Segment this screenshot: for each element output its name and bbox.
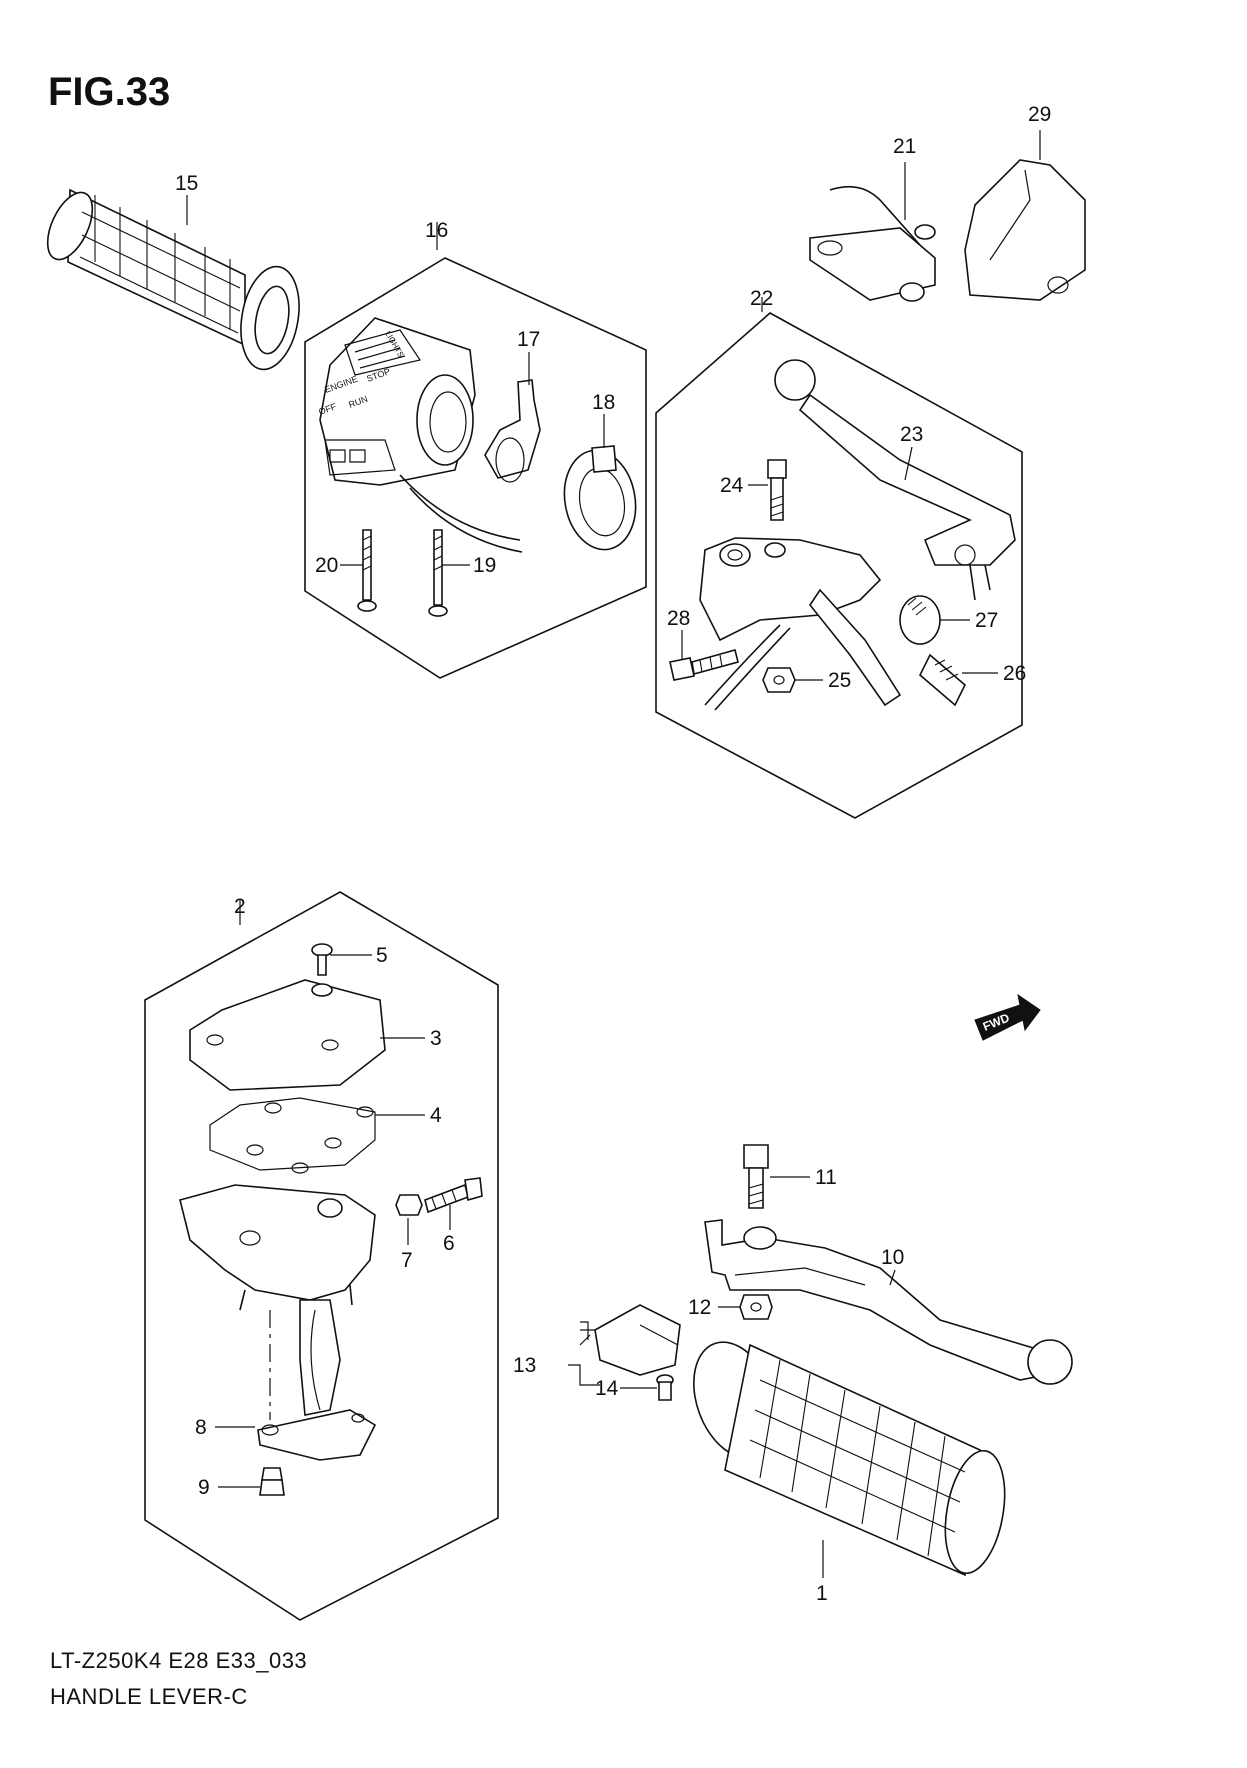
svg-text:29: 29 <box>1028 103 1051 126</box>
callout-19: 19 <box>473 554 496 577</box>
lever-10 <box>704 1219 1073 1385</box>
callout-18: 18 <box>592 391 615 414</box>
figure-caption: HANDLE LEVER-C <box>50 1684 248 1709</box>
nut-12 <box>739 1294 773 1320</box>
bolt-28 <box>669 649 739 681</box>
cover-3 <box>189 979 386 1091</box>
svg-text:26: 26 <box>1003 662 1026 685</box>
screw-5 <box>311 943 333 976</box>
screw-20 <box>357 529 377 612</box>
group-outline-22 <box>655 312 1023 819</box>
svg-text:15: 15 <box>175 172 198 195</box>
callout-17: 17 <box>517 328 540 351</box>
nut-25 <box>762 667 796 693</box>
group-outline-16 <box>304 257 647 679</box>
callout-27: 27 <box>975 609 998 632</box>
svg-text:9: 9 <box>198 1476 210 1499</box>
callout-29: 29 <box>1028 103 1051 126</box>
callout-26: 26 <box>1003 662 1026 685</box>
callout-20: 20 <box>315 554 338 577</box>
svg-text:20: 20 <box>315 554 338 577</box>
callout-22: 22 <box>750 287 773 310</box>
callout-9: 9 <box>198 1476 210 1499</box>
svg-text:11: 11 <box>815 1166 837 1189</box>
svg-text:18: 18 <box>592 391 615 414</box>
callout-11: 11 <box>815 1166 837 1189</box>
svg-text:4: 4 <box>430 1104 442 1127</box>
lever-23 <box>774 359 1016 601</box>
switch-13 <box>580 1304 681 1376</box>
svg-text:1: 1 <box>816 1582 828 1605</box>
bracket-21 <box>809 185 936 302</box>
svg-text:28: 28 <box>667 607 690 630</box>
throttle-lever-17 <box>484 379 541 483</box>
callout-4: 4 <box>430 1104 442 1127</box>
nut-7 <box>395 1194 423 1216</box>
master-cylinder-22 <box>699 537 902 711</box>
bolt-11 <box>743 1144 769 1209</box>
svg-text:14: 14 <box>595 1377 619 1400</box>
gasket-4 <box>209 1097 376 1174</box>
svg-text:7: 7 <box>401 1249 413 1272</box>
svg-text:13: 13 <box>513 1354 536 1377</box>
svg-text:27: 27 <box>975 609 998 632</box>
callout-15: 15 <box>175 172 198 195</box>
callout-12: 12 <box>688 1296 711 1319</box>
callout-3: 3 <box>430 1027 442 1050</box>
screw-14 <box>656 1374 674 1401</box>
model-code: LT-Z250K4 E28 E33_033 <box>50 1648 308 1673</box>
plate-8 <box>257 1409 377 1461</box>
svg-text:22: 22 <box>750 287 773 310</box>
callout-14: 14 <box>595 1377 619 1400</box>
bolt-9 <box>259 1467 285 1496</box>
grip-15 <box>46 188 300 371</box>
callout-7: 7 <box>401 1249 413 1272</box>
svg-text:25: 25 <box>828 669 851 692</box>
callout-1: 1 <box>816 1582 828 1605</box>
svg-text:19: 19 <box>473 554 496 577</box>
switch-housing-16: ENGINE STOP OFF RUN LIGHTS <box>317 317 523 553</box>
adjuster-26 <box>919 653 966 707</box>
callout-24: 24 <box>720 474 744 497</box>
svg-text:16: 16 <box>425 219 448 242</box>
svg-text:24: 24 <box>720 474 744 497</box>
callout-25: 25 <box>828 669 851 692</box>
grip-1 <box>693 1341 1006 1577</box>
leader-lines <box>186 130 1041 1578</box>
callout-8: 8 <box>195 1416 207 1439</box>
switch-27 <box>899 595 941 645</box>
callout-21: 21 <box>893 135 916 158</box>
screw-19 <box>428 529 448 617</box>
svg-text:23: 23 <box>900 423 923 446</box>
callout-13: 13 <box>513 1354 536 1377</box>
svg-text:6: 6 <box>443 1232 455 1255</box>
callout-16: 16 <box>425 219 448 242</box>
svg-text:12: 12 <box>688 1296 711 1319</box>
bolt-24 <box>767 459 787 521</box>
svg-text:5: 5 <box>376 944 388 967</box>
callout-6: 6 <box>443 1232 455 1255</box>
case-2 <box>179 1184 376 1416</box>
callout-28: 28 <box>667 607 690 630</box>
svg-text:2: 2 <box>234 895 246 918</box>
group-outline-2 <box>144 891 499 1621</box>
svg-text:10: 10 <box>881 1246 904 1269</box>
bolt-6 <box>424 1177 483 1214</box>
callout-23: 23 <box>900 423 923 446</box>
callout-5: 5 <box>376 944 388 967</box>
cover-29 <box>964 159 1086 301</box>
svg-text:17: 17 <box>517 328 540 351</box>
svg-text:8: 8 <box>195 1416 207 1439</box>
callout-10: 10 <box>881 1246 904 1269</box>
callout-2: 2 <box>234 895 246 918</box>
ring-18 <box>563 445 637 551</box>
fwd-direction-marker: FWD <box>974 993 1041 1041</box>
figure-title: FIG.33 <box>48 70 171 114</box>
svg-text:21: 21 <box>893 135 916 158</box>
svg-text:3: 3 <box>430 1027 442 1050</box>
